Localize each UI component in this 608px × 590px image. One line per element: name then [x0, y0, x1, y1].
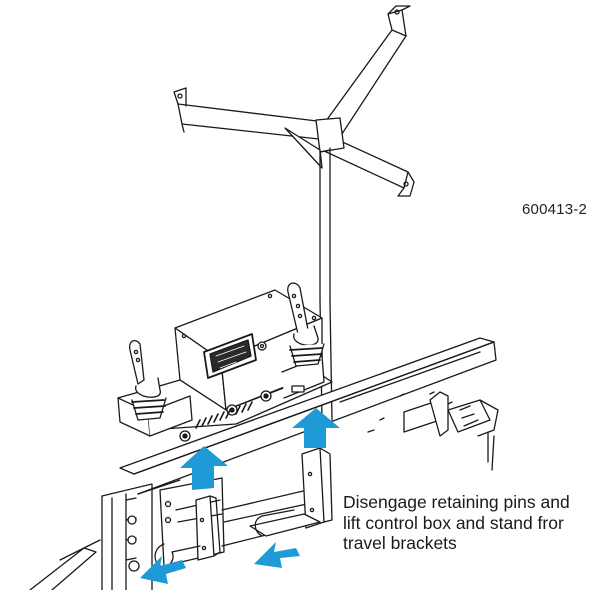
caption-line-2: lift control box and stand fror [343, 512, 564, 533]
caption-line-1: Disengage retaining pins and [343, 492, 570, 512]
beam [119, 337, 499, 495]
figure-reference-number: 600413-2 [522, 201, 587, 218]
lift-arrow-right [292, 408, 340, 448]
control-box [117, 289, 333, 442]
left-joystick [129, 339, 167, 421]
caption-line-3: travel brackets [343, 533, 457, 553]
stand-frame [173, 5, 415, 421]
lift-arrow-left [180, 446, 228, 490]
disengage-arrow-right [254, 542, 300, 568]
instruction-caption: Disengage retaining pins and lift contro… [343, 492, 608, 554]
travel-bracket-frame [29, 447, 333, 590]
disengage-arrow-left [140, 556, 186, 584]
lift-arrows [140, 408, 340, 584]
right-joystick [287, 282, 325, 367]
